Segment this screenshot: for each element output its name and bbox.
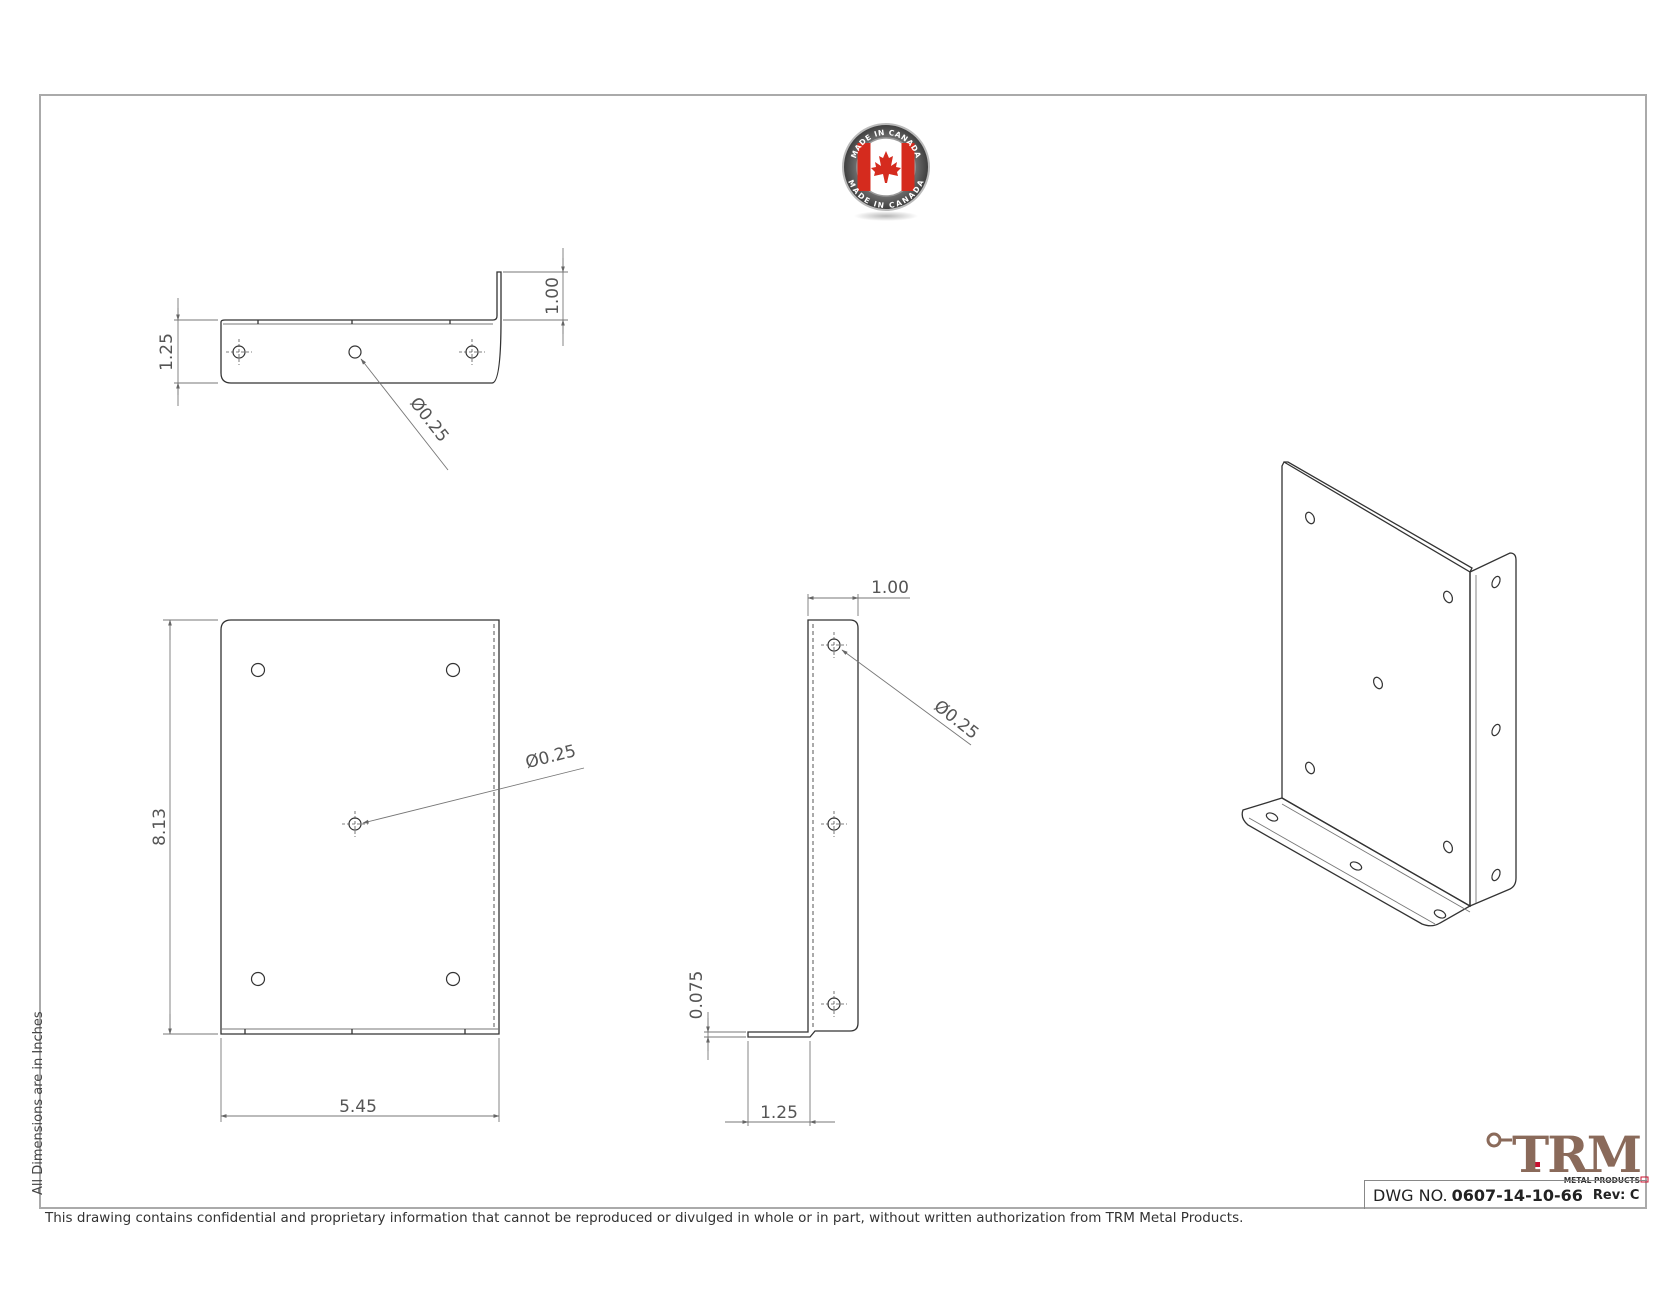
dim-top-view-flange: 1.00 [503, 248, 568, 346]
front-view-hole-center [342, 811, 368, 837]
svg-text:1.00: 1.00 [543, 277, 563, 315]
isometric-view [1241, 461, 1517, 927]
dim-front-view-height: 8.13 [150, 619, 218, 1035]
svg-text:5.45: 5.45 [339, 1097, 377, 1117]
confidentiality-note: This drawing contains confidential and p… [45, 1210, 1244, 1226]
side-view: 1.00 Ø0.25 0.075 1.25 [687, 578, 982, 1126]
dim-front-view-hole: Ø0.25 [362, 741, 585, 824]
top-view-hole-left [226, 339, 252, 365]
maple-leaf-icon [871, 151, 901, 183]
front-view-hole-bl [250, 971, 266, 987]
top-view: 1.25 1.00 Ø0.25 [157, 248, 568, 471]
dim-top-view-hole: Ø0.25 [360, 358, 453, 471]
dwg-number: 0607-14-10-66 [1451, 1185, 1583, 1205]
units-note: All Dimensions are in Inches [31, 1011, 46, 1195]
dim-side-view-flange: 1.00 [807, 578, 910, 616]
front-view-hole-tr [445, 662, 461, 678]
dim-side-view-base: 1.25 [725, 1041, 835, 1126]
revision: Rev: C [1592, 1187, 1640, 1203]
side-view-hole-middle [821, 811, 847, 837]
dim-side-view-thickness: 0.075 [687, 971, 746, 1060]
svg-text:8.13: 8.13 [150, 808, 170, 846]
front-view-hole-br [445, 971, 461, 987]
side-view-hole-top [821, 632, 847, 658]
svg-text:0.075: 0.075 [687, 971, 707, 1020]
svg-text:1.25: 1.25 [760, 1103, 798, 1123]
side-view-hole-bottom [821, 991, 847, 1017]
sheet-border [39, 94, 1647, 1209]
front-view-hole-tl [250, 662, 266, 678]
logo-text: TRM [1512, 1125, 1640, 1184]
svg-text:Ø0.25: Ø0.25 [405, 394, 452, 447]
dwg-label: DWG NO. [1373, 1185, 1448, 1205]
made-in-canada-badge: MADE IN CANADA MADE IN CANADA [842, 123, 930, 221]
dim-side-view-hole: Ø0.25 [841, 649, 982, 746]
trm-logo: TRM METAL PRODUCTS [1486, 1125, 1649, 1185]
top-view-hole-right [459, 339, 485, 365]
top-view-hole-center [348, 345, 362, 359]
svg-text:1.00: 1.00 [871, 578, 909, 598]
dim-front-view-width: 5.45 [220, 1038, 500, 1122]
front-view: 8.13 5.45 Ø0.25 [150, 619, 585, 1122]
svg-text:Ø0.25: Ø0.25 [524, 741, 579, 773]
svg-text:1.25: 1.25 [157, 333, 177, 371]
dim-top-view-height: 1.25 [157, 298, 218, 406]
title-block: DWG NO. 0607-14-10-66 Rev: C [1364, 1180, 1647, 1209]
